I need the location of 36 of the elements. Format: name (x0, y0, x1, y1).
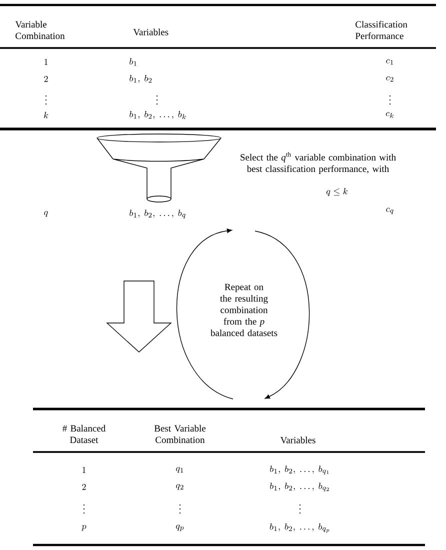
table-cell: $q_2$ (176, 484, 184, 490)
table-cell: $k$ (44, 112, 48, 118)
table-cell: $\vdots$ (389, 95, 391, 105)
column-header: # Balanced Dataset (62, 424, 106, 444)
table-cell: $b_1,\ b_2$ (130, 75, 152, 83)
column-header: Variables (280, 436, 316, 444)
table-cell: $\vdots$ (299, 504, 301, 514)
column-header: Variables (133, 28, 168, 36)
table-cell: $b_1,\ b_2,\ \ldots,\ b_k$ (130, 111, 186, 120)
table-cell: $2$ (44, 76, 48, 82)
table-cell: $b_1,\ b_2,\ \ldots,\ b_{q_p}$ (270, 523, 330, 533)
column-header: Variable Combination (15, 20, 65, 40)
condition-formula: $q \leq k$ (326, 188, 348, 196)
table-cell: $c_q$ (386, 208, 394, 214)
instruction-text: Select the q$^{th}$ variable combination with best classification performance, with (240, 152, 396, 174)
table-cell: $q_1$ (176, 467, 184, 473)
table-cell: $2$ (82, 484, 86, 490)
loop-text: Repeat on the resulting combination from the p balanced datasets (210, 284, 278, 336)
table-cell: $\vdots$ (179, 504, 181, 514)
table-cell: $b_1,\ b_2,\ \ldots,\ b_q$ (130, 210, 186, 218)
table-cell: $\vdots$ (45, 95, 47, 105)
table-cell: $c_1$ (386, 59, 394, 65)
table-cell: $\vdots$ (156, 95, 158, 105)
table-cell: $q$ (44, 211, 48, 217)
table-cell: $b_1$ (130, 58, 136, 66)
table-cell: $c_2$ (386, 76, 394, 82)
table-cell: $1$ (44, 58, 48, 65)
table-cell: $b_1,\ b_2,\ \ldots,\ b_{q_1}$ (270, 466, 329, 474)
table-cell: $b_1,\ b_2,\ \ldots,\ b_{q_2}$ (270, 482, 329, 492)
table-cell: $q_p$ (176, 524, 184, 532)
table-cell: $p$ (81, 525, 86, 531)
table-cell: $c_k$ (386, 112, 394, 118)
table-cell: $\vdots$ (83, 504, 85, 514)
column-header: Classification Performance (355, 20, 408, 40)
column-header: Best Variable Combination (154, 424, 206, 444)
table-cell: $1$ (82, 466, 86, 473)
